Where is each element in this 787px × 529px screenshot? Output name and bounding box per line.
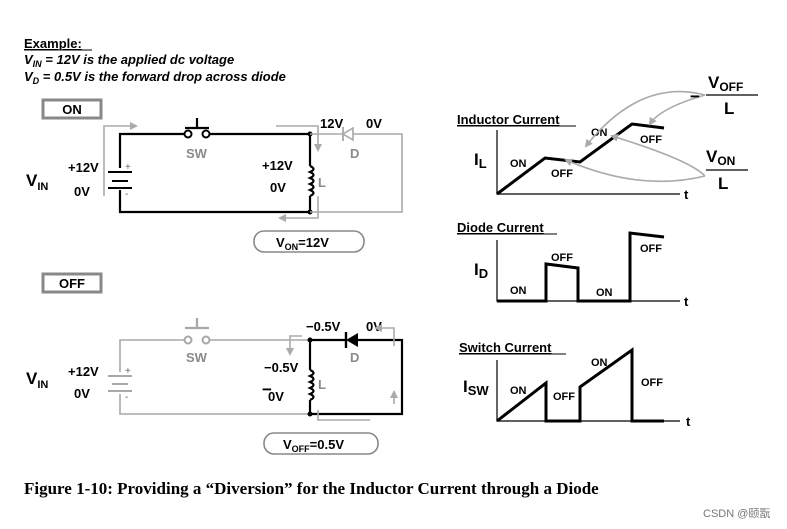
on-source-plus: +12V	[68, 160, 99, 175]
voff-over-l-fraction: − VOFF L	[690, 73, 758, 118]
inductor-graph-ylabel: IL	[474, 150, 487, 171]
on-inductor-label: L	[318, 175, 326, 190]
von-badge	[253, 230, 365, 253]
off-vin-label: VIN	[26, 369, 48, 391]
slope-arrows	[564, 90, 706, 183]
on-wire-left-top	[118, 132, 186, 168]
watermark: CSDN @颐翫	[703, 507, 770, 520]
example-vd-line: VD = 0.5V is the forward drop across dio…	[24, 69, 286, 86]
off-switch-label: SW	[186, 350, 208, 365]
switch-graph-t: t	[686, 414, 691, 429]
svg-text:+: +	[125, 162, 131, 173]
switch-graph-ylabel: ISW	[463, 377, 489, 398]
off-diode-right-v: 0V	[366, 319, 382, 334]
switch-off2: OFF	[641, 377, 663, 389]
off-wire-bottom-grey	[119, 394, 310, 415]
on-inductor-top-v: +12V	[262, 158, 293, 173]
off-current-arrow-left	[286, 335, 302, 356]
switch-on2: ON	[591, 357, 608, 369]
off-wire-left-top	[119, 339, 186, 372]
off-current-arrow-right-top	[374, 324, 395, 346]
voff-text: VOFF=0.5V	[283, 437, 344, 454]
voff-badge	[263, 432, 379, 455]
example-heading: Example:	[24, 36, 82, 51]
switch-off1: OFF	[553, 391, 575, 403]
off-inductor-label: L	[318, 377, 326, 392]
on-wire-right-top	[208, 132, 312, 166]
off-state-label: OFF	[59, 276, 85, 291]
on-circuit: ON VIN +12V 0V + - SW +12V	[26, 98, 403, 253]
off-state-box	[41, 272, 103, 294]
svg-text:L: L	[718, 174, 728, 193]
on-diode-label: D	[350, 146, 359, 161]
on-state-box	[41, 98, 103, 120]
svg-text:−: −	[690, 87, 700, 106]
on-wire-bottom	[118, 190, 312, 214]
off-diode-left-v: −0.5V	[306, 319, 341, 334]
svg-text:+: +	[125, 366, 131, 377]
von-over-l-fraction: VON L	[706, 147, 748, 193]
inductor-off2: OFF	[640, 134, 662, 146]
inductor-graph-title: Inductor Current	[457, 112, 560, 127]
off-source-plus: +12V	[68, 364, 99, 379]
inductor-on1: ON	[510, 158, 527, 170]
on-source-zero: 0V	[74, 184, 90, 199]
on-diode-symbol	[310, 126, 403, 213]
on-diode-left-v: 12V	[320, 116, 343, 131]
off-source-zero: 0V	[74, 386, 90, 401]
diode-graph-ylabel: ID	[474, 260, 488, 281]
on-switch-label: SW	[186, 146, 208, 161]
diode-graph-title: Diode Current	[457, 220, 544, 235]
switch-on1: ON	[510, 385, 527, 397]
off-wire-diode-loop	[308, 338, 404, 416]
off-battery-symbol: + -	[108, 366, 132, 403]
diode-on1: ON	[510, 285, 527, 297]
svg-text:VOFF: VOFF	[708, 73, 743, 94]
on-switch-symbol	[183, 118, 211, 139]
on-state-label: ON	[62, 102, 82, 117]
example-vin-line: VIN = 12V is the applied dc voltage	[24, 52, 234, 69]
figure-caption: Figure 1-10: Providing a “Diversion” for…	[24, 479, 599, 498]
inductor-waveform	[496, 122, 665, 196]
diode-waveform	[497, 231, 665, 303]
diode-graph-t: t	[684, 294, 689, 309]
on-diode-right-v: 0V	[366, 116, 382, 131]
on-current-arrow-left	[103, 122, 138, 196]
on-current-arrow-bottom	[278, 196, 319, 222]
off-switch-symbol	[183, 318, 211, 345]
switch-waveform	[496, 347, 664, 423]
on-current-arrow-right	[276, 125, 322, 152]
inductor-off1: OFF	[551, 168, 573, 180]
svg-text:-: -	[125, 392, 128, 403]
switch-current-graph: Switch Current ISW t ON OFF ON OFF	[459, 340, 691, 429]
von-text: VON=12V	[276, 235, 329, 252]
on-inductor-bottom-v: 0V	[270, 180, 286, 195]
off-diode-symbol	[344, 332, 358, 348]
svg-text:VON: VON	[706, 147, 735, 168]
example-block: Example: VIN = 12V is the applied dc vol…	[24, 36, 286, 86]
inductor-graph-t: t	[684, 187, 689, 202]
svg-text:-: -	[125, 189, 128, 200]
off-circuit: OFF VIN +12V 0V + - SW	[26, 272, 404, 455]
off-inductor-bottom-v: 0V	[268, 389, 284, 404]
off-minus-mark: −	[262, 380, 272, 399]
diode-current-graph: Diode Current ID t ON OFF ON OFF	[457, 220, 689, 309]
off-current-arrow-bottom	[317, 410, 370, 421]
inductor-current-graph: Inductor Current IL t ON OFF ON OFF	[457, 112, 689, 202]
off-inductor-top-v: −0.5V	[264, 360, 299, 375]
on-battery-symbol: + -	[108, 162, 132, 200]
off-inductor-symbol	[307, 337, 315, 417]
diode-on2: ON	[596, 287, 613, 299]
off-diode-label: D	[350, 350, 359, 365]
on-vin-label: VIN	[26, 171, 48, 193]
switch-graph-title: Switch Current	[459, 340, 552, 355]
diode-off1: OFF	[551, 252, 573, 264]
svg-text:L: L	[724, 99, 734, 118]
diode-off2: OFF	[640, 243, 662, 255]
